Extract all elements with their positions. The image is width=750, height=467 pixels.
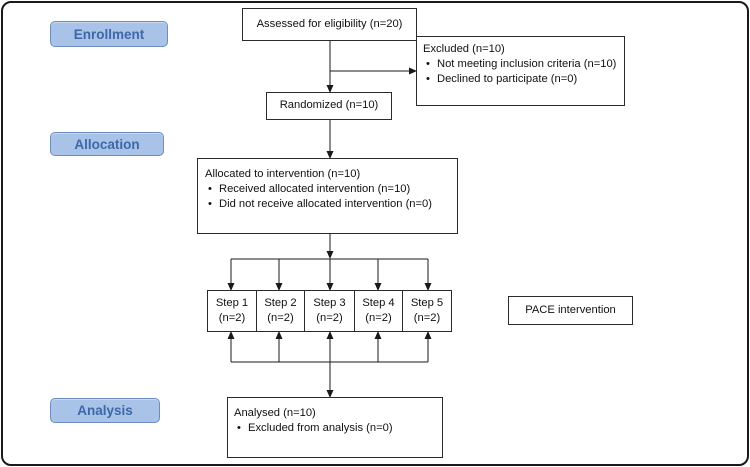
excluded-item: Not meeting inclusion criteria (n=10)	[426, 57, 624, 72]
allocated-item: Did not receive allocated intervention (…	[208, 197, 457, 212]
pace-intervention-box: PACE intervention	[508, 296, 633, 325]
step-label: Step 2	[264, 296, 297, 309]
step-count: (n=2)	[218, 312, 246, 324]
excluded-item: Declined to participate (n=0)	[426, 72, 624, 87]
stage-enrollment-label: Enrollment	[73, 26, 145, 42]
analysed-box: Analysed (n=10) Excluded from analysis (…	[227, 397, 443, 458]
stage-analysis: Analysis	[50, 398, 160, 423]
assessed-box: Assessed for eligibility (n=20)	[242, 8, 417, 41]
analysed-title: Analysed (n=10)	[234, 407, 316, 419]
step-label: Step 5	[410, 296, 444, 309]
step-count: (n=2)	[413, 312, 441, 324]
allocated-title: Allocated to intervention (n=10)	[205, 168, 361, 180]
pace-intervention-text: PACE intervention	[525, 303, 616, 316]
allocated-item: Received allocated intervention (n=10)	[208, 182, 457, 197]
excluded-box: Excluded (n=10) Not meeting inclusion cr…	[416, 36, 625, 106]
step-label: Step 4	[362, 296, 395, 309]
allocated-box: Allocated to intervention (n=10) Receive…	[197, 158, 458, 234]
stage-enrollment: Enrollment	[50, 21, 168, 47]
assessed-text: Assessed for eligibility (n=20)	[256, 17, 403, 30]
step-count: (n=2)	[316, 312, 343, 324]
randomized-text: Randomized (n=10)	[279, 99, 379, 112]
randomized-box: Randomized (n=10)	[266, 92, 392, 120]
step-4-box: Step 4 (n=2)	[354, 290, 403, 332]
step-2-box: Step 2 (n=2)	[256, 290, 305, 332]
step-5-box: Step 5 (n=2)	[402, 290, 452, 332]
step-label: Step 3	[313, 296, 346, 309]
step-count: (n=2)	[267, 312, 294, 324]
stage-allocation-label: Allocation	[74, 136, 140, 152]
step-label: Step 1	[215, 296, 249, 309]
step-1-box: Step 1 (n=2)	[207, 290, 257, 332]
step-3-box: Step 3 (n=2)	[304, 290, 355, 332]
excluded-title: Excluded (n=10)	[423, 43, 505, 55]
stage-analysis-label: Analysis	[77, 403, 133, 418]
analysed-item: Excluded from analysis (n=0)	[237, 421, 442, 436]
stage-allocation: Allocation	[50, 132, 164, 156]
step-count: (n=2)	[365, 312, 392, 324]
